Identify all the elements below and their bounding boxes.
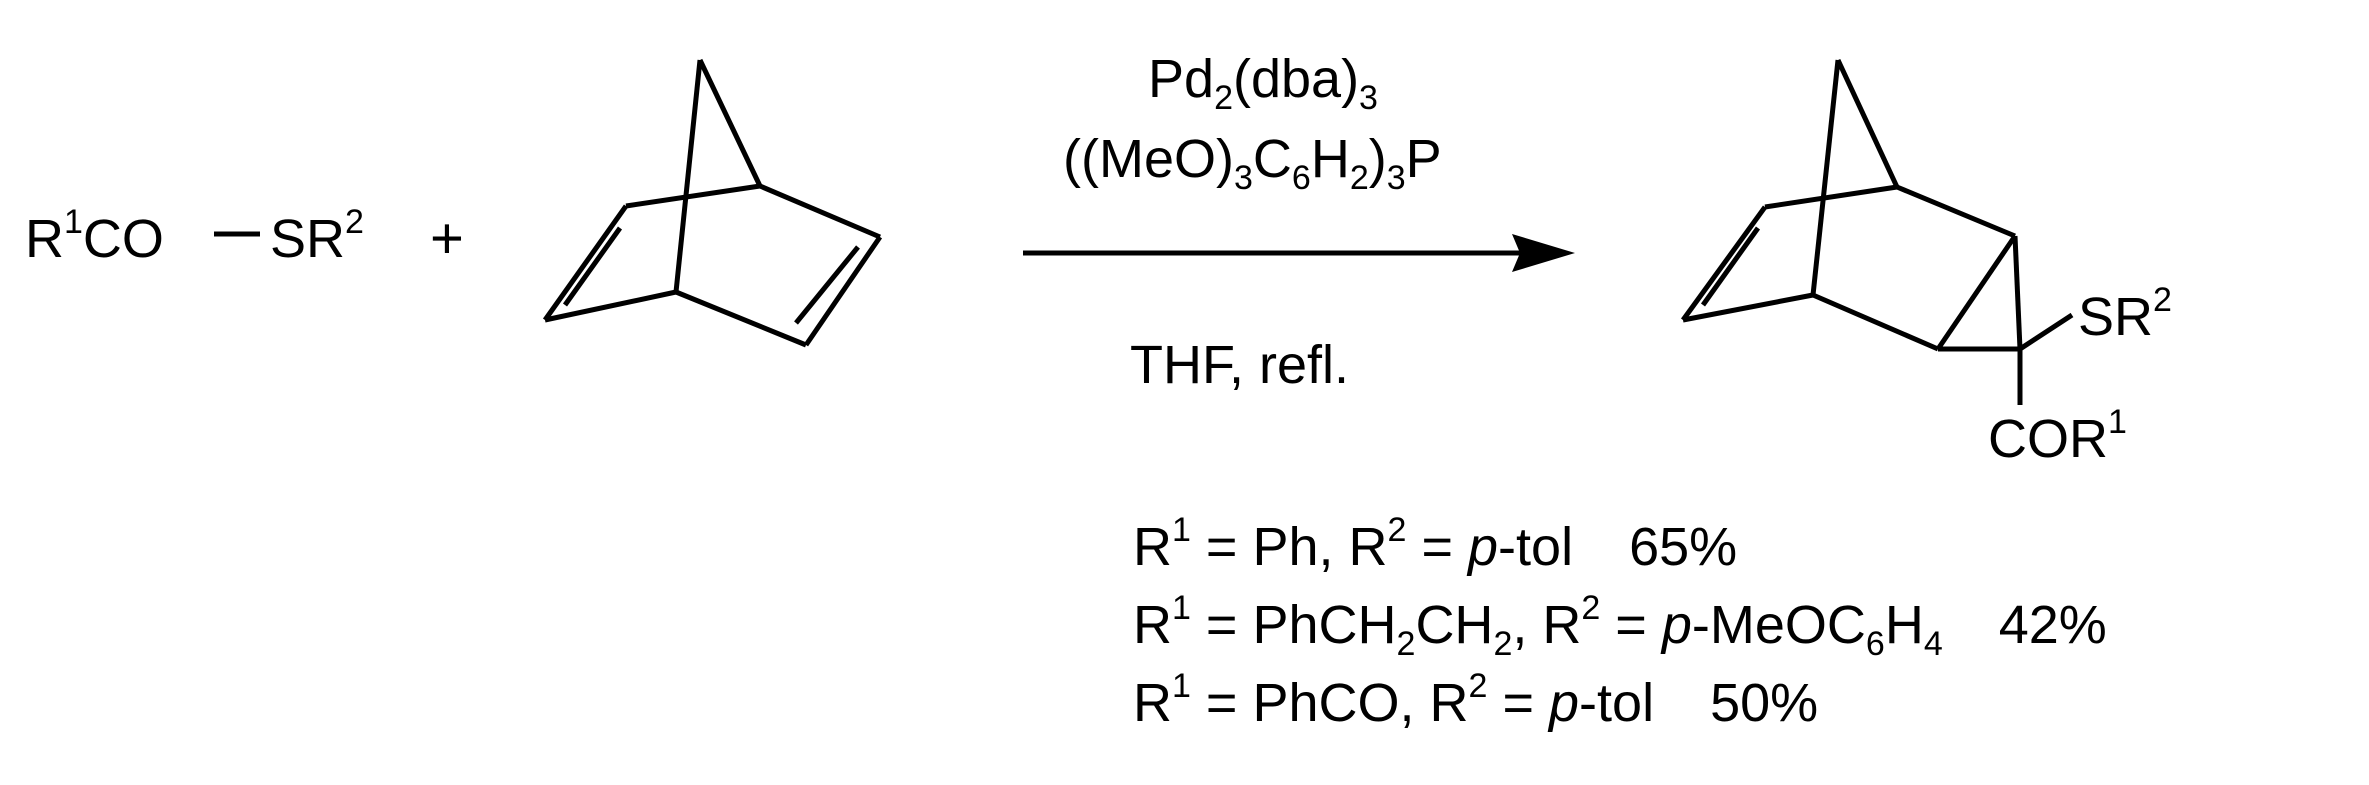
result-yield: 50%	[1710, 673, 1819, 733]
result-r2-value: -MeOC	[1691, 595, 1866, 655]
result-sub: 6	[1865, 625, 1885, 663]
product-cor: COR	[1988, 409, 2108, 469]
reaction-arrow	[1023, 234, 1575, 272]
result-r2: R	[1542, 595, 1582, 655]
result-yield: 65%	[1629, 517, 1738, 577]
reagent-sr: SR	[270, 209, 346, 269]
plus-sign: +	[430, 206, 464, 271]
result-para: p	[1661, 595, 1692, 655]
reagent-r1: R	[25, 209, 64, 269]
ligand-label: ((MeO)3C6H2)3P	[1063, 129, 1442, 195]
ligand-part-b: C	[1252, 129, 1292, 189]
product-sr: SR	[2078, 287, 2154, 347]
product-structure	[1680, 58, 2074, 405]
reagent-r1-superscript: 1	[64, 203, 83, 241]
result-r2: R	[1348, 517, 1388, 577]
result-r2-value: -tol	[1579, 673, 1655, 733]
thioester-sr-label: SR2	[270, 205, 364, 269]
result-para: p	[1468, 517, 1499, 577]
result-r2-sup: 2	[1387, 511, 1407, 549]
ligand-part-c: H	[1310, 129, 1350, 189]
result-r1: R	[1133, 517, 1172, 577]
ligand-part-a: ((MeO)	[1063, 129, 1234, 189]
ligand-part-d: )	[1368, 129, 1387, 189]
result-r1: R	[1133, 595, 1172, 655]
result-r2: R	[1429, 673, 1469, 733]
catalyst-pd: Pd	[1148, 49, 1215, 109]
result-r1-value: = PhCO,	[1190, 673, 1430, 733]
result-sub: 4	[1923, 625, 1943, 663]
result-comma: ,	[1512, 595, 1543, 655]
result-r1-sup: 1	[1172, 589, 1191, 627]
result-sub: 2	[1493, 625, 1513, 663]
thioester-reagent-label: R1CO	[25, 205, 164, 269]
ligand-sub-b: 6	[1291, 159, 1311, 197]
result-r1: R	[1133, 673, 1172, 733]
catalyst-dba: (dba)	[1232, 49, 1360, 109]
result-r2-sup: 2	[1581, 589, 1601, 627]
result-r2-value-h: H	[1884, 595, 1924, 655]
result-r1-value: = Ph,	[1190, 517, 1349, 577]
result-r1-value-mid: CH	[1415, 595, 1494, 655]
result-r1-sup: 1	[1172, 511, 1191, 549]
catalyst-pd-subscript: 2	[1214, 79, 1233, 117]
result-yield: 42%	[1998, 595, 2107, 655]
result-sub: 2	[1396, 625, 1416, 663]
result-r1-sup: 1	[1172, 667, 1191, 705]
result-r2-sup: 2	[1468, 667, 1488, 705]
result-equals: =	[1487, 673, 1549, 733]
product-cor-superscript: 1	[2108, 403, 2127, 441]
reagent-r2-superscript: 2	[345, 203, 364, 241]
result-equals: =	[1600, 595, 1662, 655]
product-cor-label: COR1	[1988, 405, 2127, 469]
result-r1-value: = PhCH	[1190, 595, 1397, 655]
catalyst-dba-subscript: 3	[1359, 79, 1378, 117]
ligand-part-e: P	[1405, 129, 1442, 189]
solvent-conditions: THF, refl.	[1130, 335, 1350, 395]
ligand-sub-d: 3	[1386, 159, 1406, 197]
catalyst-label: Pd2(dba)3	[1148, 49, 1378, 115]
norbornadiene-structure	[542, 58, 883, 348]
product-sr-label: SR2	[2078, 283, 2172, 347]
product-sr-superscript: 2	[2153, 281, 2172, 319]
reagent-co: CO	[82, 209, 164, 269]
ligand-sub-c: 2	[1349, 159, 1369, 197]
result-para: p	[1549, 673, 1580, 733]
result-equals: =	[1406, 517, 1468, 577]
ligand-sub-a: 3	[1233, 159, 1253, 197]
result-r2-value: -tol	[1498, 517, 1574, 577]
